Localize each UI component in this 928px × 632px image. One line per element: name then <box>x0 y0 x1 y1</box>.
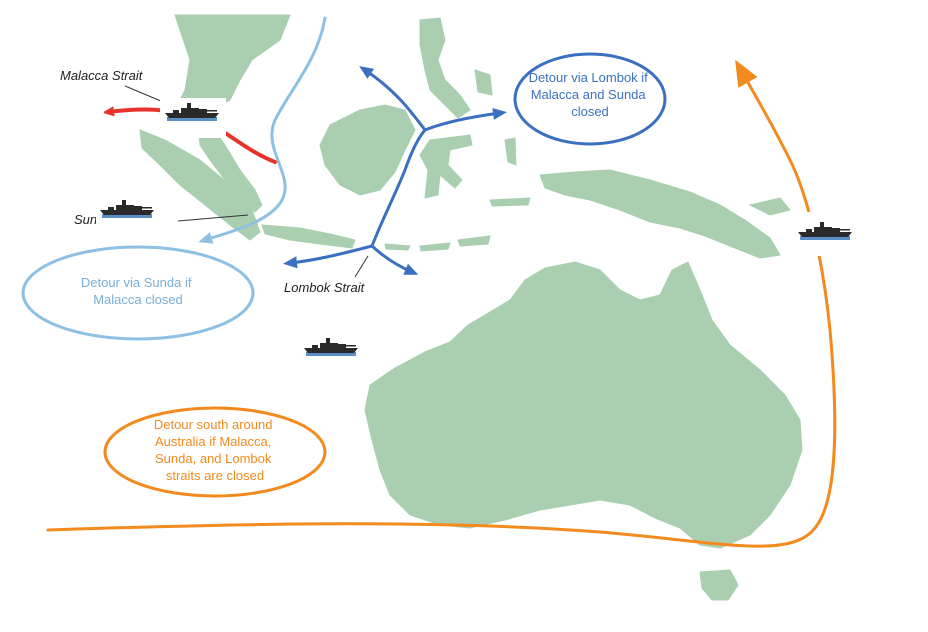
ship-malacca-group <box>160 98 226 138</box>
lombok-route-east <box>423 107 507 132</box>
land-sumatra <box>139 129 261 241</box>
lombok-detour-text: Detour via Lombok if Malacca and Sunda c… <box>529 70 652 119</box>
sunda-leader <box>177 214 249 222</box>
land-borneo <box>319 104 416 196</box>
land-malay-peninsula <box>197 124 263 213</box>
ship-icon <box>304 338 358 356</box>
south-detour-ellipse <box>103 406 327 498</box>
sunda-detour-ellipse <box>21 245 255 341</box>
lombok-route-west <box>283 244 374 269</box>
land-australia <box>364 261 803 549</box>
ship-sunda-group <box>96 196 158 226</box>
routes-layer <box>46 16 837 548</box>
lombok-detour-note: Detour via Lombok if Malacca and Sunda c… <box>513 52 667 146</box>
lombok-route-southeast <box>370 244 419 275</box>
lombok-strait-label: Lombok Strait <box>284 280 366 295</box>
malacca-strait-label: Malacca Strait <box>60 68 144 83</box>
land-philippines <box>419 17 493 119</box>
ship-east-group <box>794 212 858 256</box>
land-moluccas <box>489 137 531 207</box>
land-layer <box>139 14 803 601</box>
lombok-leader <box>354 255 369 278</box>
lombok-route <box>370 128 427 248</box>
sunda-strait-label: Sun <box>74 212 97 227</box>
sunda-detour-text: Detour via Sunda if Malacca closed <box>81 275 195 307</box>
lombok-detour-ellipse <box>513 52 667 146</box>
land-tasmania <box>699 569 739 601</box>
lombok-route-north <box>359 66 427 132</box>
land-bismarck <box>748 197 791 216</box>
sunda-detour-note: Detour via Sunda if Malacca closed <box>21 245 255 341</box>
south-detour-text: Detour south around Australia if Malacca… <box>154 417 276 483</box>
south-route <box>46 59 837 548</box>
land-lesser-sunda <box>384 235 491 252</box>
sunda-route <box>198 16 327 244</box>
land-sulawesi <box>419 134 473 199</box>
south-detour-note: Detour south around Australia if Malacca… <box>103 406 327 498</box>
land-java <box>261 224 356 249</box>
land-new-guinea <box>539 169 781 259</box>
